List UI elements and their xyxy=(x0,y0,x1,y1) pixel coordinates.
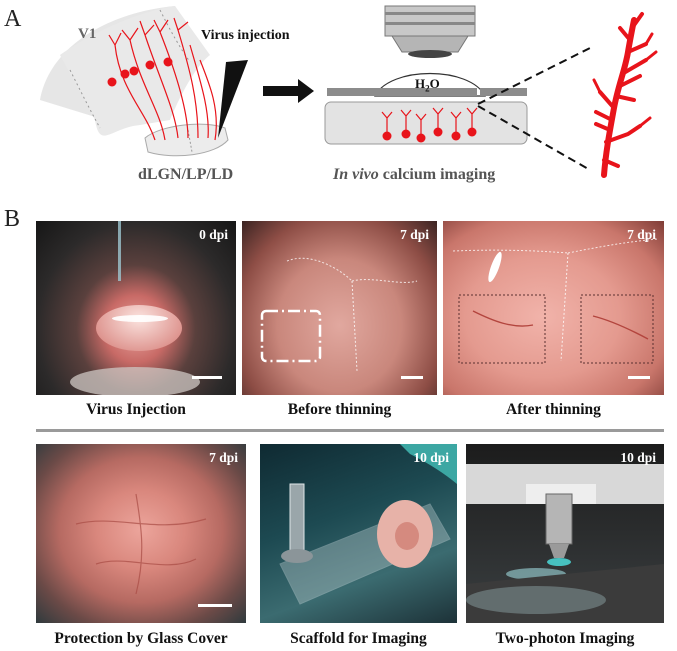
window-plate xyxy=(327,88,477,96)
row-divider xyxy=(36,429,664,432)
thinning-outline xyxy=(260,257,418,372)
glass-cover-vessels xyxy=(75,493,207,595)
skull-after-thinning-photo: 7 dpi xyxy=(443,221,664,395)
imaging-label: In vivo calcium imaging xyxy=(333,166,495,184)
scaffold-device-icon xyxy=(279,444,457,605)
caption-before-thinning: Before thinning xyxy=(287,401,392,418)
water-label: H2O xyxy=(415,76,440,94)
scaffold-photo: 10 dpi xyxy=(260,444,457,623)
objective-lens-icon xyxy=(384,5,476,58)
panel-a-letter: A xyxy=(4,6,22,32)
caption-two-photon: Two-photon Imaging xyxy=(495,630,635,647)
caption-glass-cover: Protection by Glass Cover xyxy=(54,630,228,647)
tissue-block xyxy=(324,101,528,145)
scale-bar xyxy=(401,376,423,379)
water-label-sub: 2 xyxy=(425,83,430,94)
scale-bar xyxy=(198,604,232,607)
v1-label: V1 xyxy=(78,26,97,42)
imaging-label-rest: calcium imaging xyxy=(378,166,496,183)
cortical-neuron-dendrites xyxy=(381,107,478,136)
dpi-label: 7 dpi xyxy=(209,450,238,465)
scale-bar xyxy=(192,376,222,379)
caption-virus-injection: Virus Injection xyxy=(86,401,186,418)
skull-before-thinning-photo: 7 dpi xyxy=(242,221,437,395)
caption-scaffold: Scaffold for Imaging xyxy=(290,630,427,647)
dpi-label: 10 dpi xyxy=(413,450,449,465)
water-label-h: H xyxy=(415,76,426,91)
zoom-line-top xyxy=(477,47,591,105)
dpi-label: 7 dpi xyxy=(627,227,656,242)
panel-b-letter: B xyxy=(4,206,21,232)
axon-projections xyxy=(108,17,217,141)
dpi-label: 7 dpi xyxy=(400,227,429,242)
panel-a-schematic xyxy=(40,5,658,178)
imaging-label-italic: In vivo xyxy=(333,166,379,183)
two-photon-microscope-icon xyxy=(466,464,664,623)
thalamus-label: dLGN/LP/LD xyxy=(138,166,234,183)
microscope-photo: 10 dpi xyxy=(466,444,664,623)
water-label-o: O xyxy=(429,76,440,91)
injection-pipette xyxy=(218,60,248,138)
dpi-label: 10 dpi xyxy=(620,450,656,465)
mouse-head-photo: 0 dpi xyxy=(36,221,236,395)
dpi-label: 0 dpi xyxy=(199,227,228,242)
dendrite-zoom-icon xyxy=(592,12,658,178)
neuron-somata xyxy=(107,57,173,87)
zoom-line-bottom xyxy=(477,105,591,171)
process-arrow xyxy=(263,79,314,103)
caption-after-thinning: After thinning xyxy=(506,401,601,418)
thalamus-region xyxy=(144,123,229,157)
virus-injection-label: Virus injection xyxy=(201,28,290,43)
scale-bar xyxy=(628,376,650,379)
glass-cover-photo: 7 dpi xyxy=(36,444,246,623)
thinning-regions xyxy=(452,238,659,364)
